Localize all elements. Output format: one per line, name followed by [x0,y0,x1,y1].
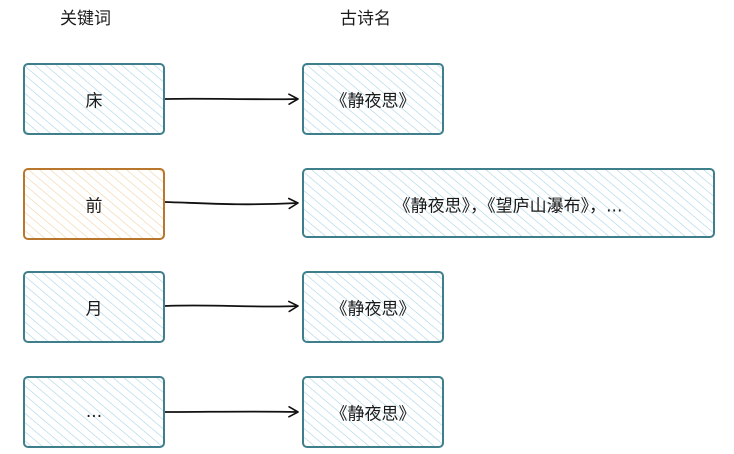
keyword-box-2 [23,168,165,240]
poem-label-4: 《静夜思》 [330,404,416,425]
poem-label-2: 《静夜思》，《望庐山瀑布》，... [393,196,623,217]
keyword-box-3 [23,271,165,343]
arrow-2 [164,197,299,210]
keyword-label-2: 前 [85,196,103,217]
header-poem: 古诗名 [340,9,391,29]
poem-box-1 [302,63,444,135]
poem-label-3: 《静夜思》 [330,299,416,320]
poem-box-3 [302,271,444,343]
header-keyword: 关键词 [60,9,111,29]
row-3 [23,271,444,343]
keyword-box-4 [23,376,165,448]
row-1 [23,63,444,135]
poem-box-4 [302,376,444,448]
keyword-label-4: ... [85,402,103,422]
keyword-label-3: 月 [85,299,103,320]
row-4 [23,376,444,448]
poem-label-1: 《静夜思》 [330,91,416,112]
row-2 [23,168,715,240]
arrow-3 [164,300,299,313]
keyword-box-1 [23,63,165,135]
arrow-1 [164,93,299,105]
poem-box-2 [302,168,715,238]
keyword-label-1: 床 [85,91,103,112]
